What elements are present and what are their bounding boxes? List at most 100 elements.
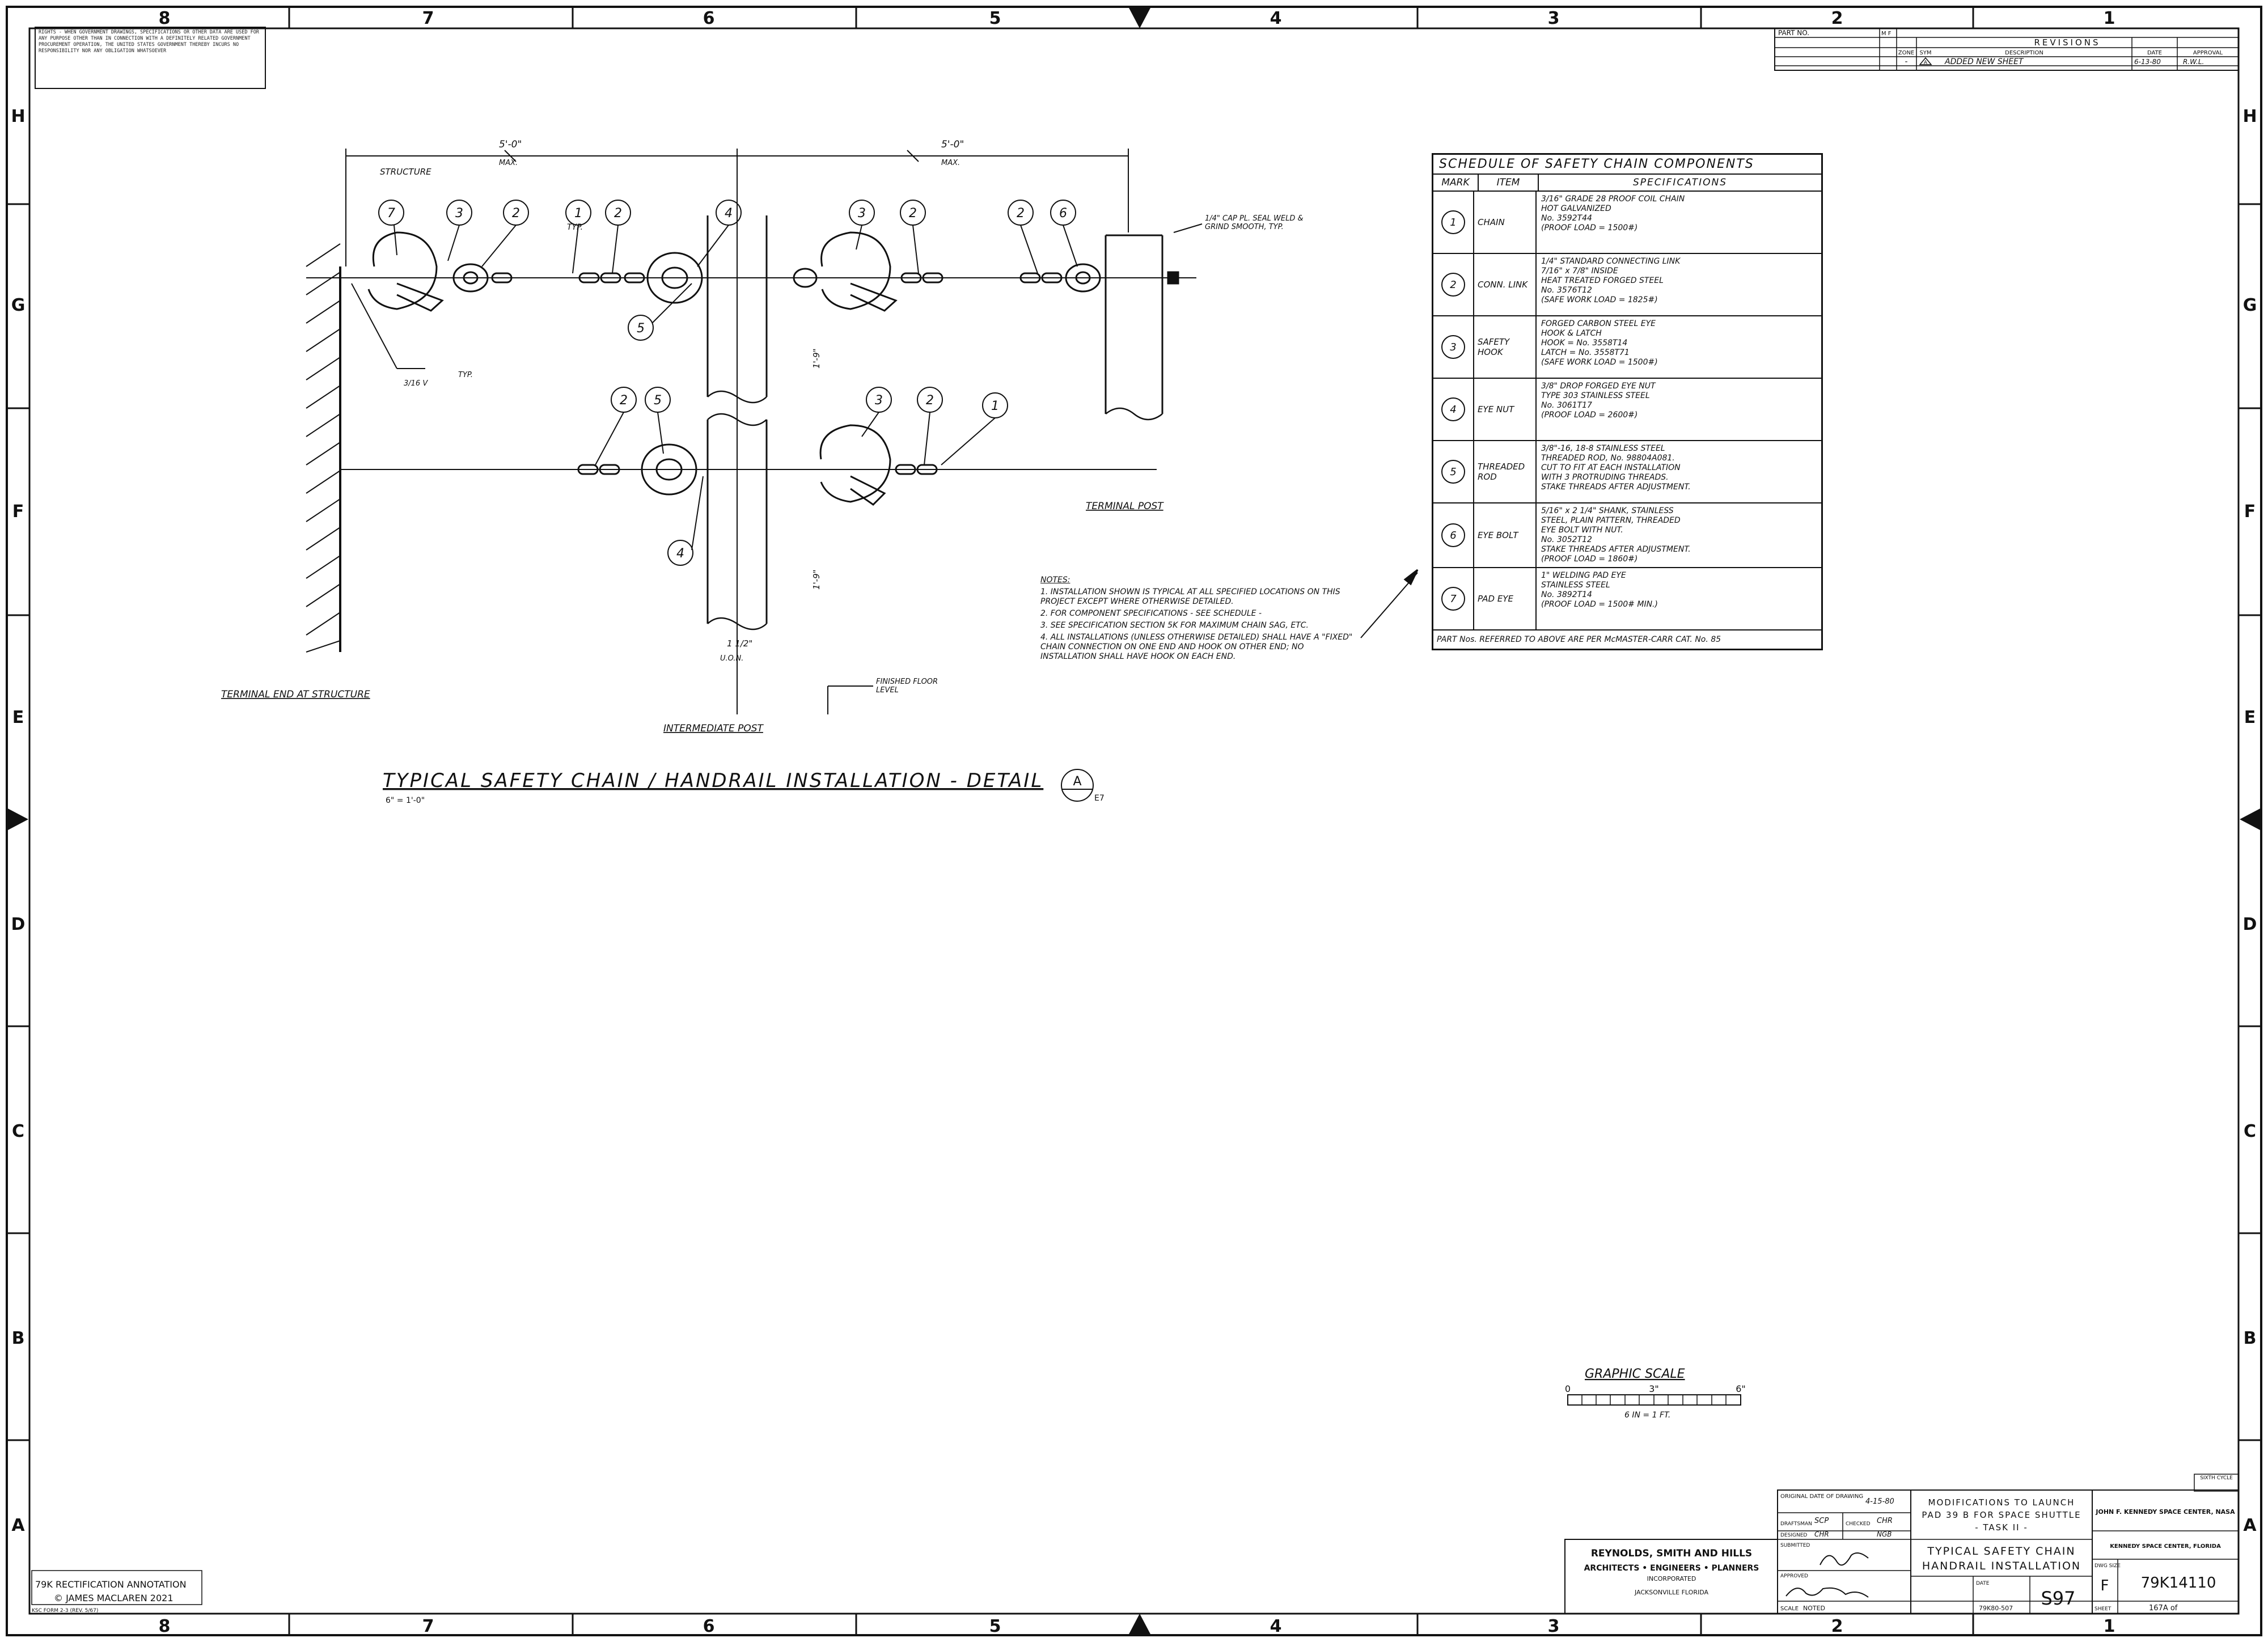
detail-bubble: [1061, 769, 1094, 802]
schedule-spec-line: 5/16" x 2 1/4" SHANK, STAINLESS: [1541, 506, 1674, 515]
rev-header-date: DATE: [2147, 50, 2162, 56]
safety-chain-detail: [306, 149, 1419, 714]
note-3: 3. SEE SPECIFICATION SECTION 5K FOR MAXI…: [1040, 621, 1309, 630]
weld-typ: TYP.: [458, 371, 473, 379]
schedule-spec-line: LATCH = No. 3558T71: [1541, 348, 1630, 357]
project-line-3: - TASK II -: [1975, 1522, 2028, 1533]
zone-letter: A: [11, 1516, 25, 1535]
contract-number: 79K80-507: [1979, 1605, 2013, 1612]
schedule-spec-line: FORGED CARBON STEEL EYE: [1541, 319, 1656, 328]
finished-floor-label: FINISHED FLOOR LEVEL: [876, 678, 938, 695]
callout-5: 5: [654, 393, 662, 408]
schedule-spec-line: THREADED ROD, No. 98804A081.: [1541, 454, 1675, 463]
zone-num: 4: [1270, 1616, 1282, 1636]
zone-num: 8: [159, 1616, 171, 1636]
weld-symbol: 3/16 V: [404, 379, 428, 388]
drafted-label: DRAFTSMAN: [1780, 1521, 1812, 1527]
callout-2: 2: [620, 393, 628, 408]
schedule-spec-line: (PROOF LOAD = 2600#): [1541, 410, 1638, 420]
schedule-spec-line: 3/16" GRADE 28 PROOF COIL CHAIN: [1541, 194, 1685, 204]
part-no-label: PART NO.: [1778, 29, 1809, 37]
schedule-spec-line: STAINLESS STEEL: [1541, 581, 1610, 590]
project-line-2: PAD 39 B FOR SPACE SHUTTLE: [1922, 1510, 2081, 1520]
rev-header-description: DESCRIPTION: [2005, 50, 2043, 56]
schedule-spec-line: 7/16" x 7/8" INSIDE: [1541, 266, 1618, 276]
drafted-by: SCP: [1814, 1517, 1829, 1525]
submitted-label: SUBMITTED: [1780, 1543, 1810, 1548]
detail-labels: 5'-0" MAX. 5'-0" MAX. STRUCTURE TYP. 1/4…: [221, 139, 1304, 734]
designed-by: CHR: [1814, 1530, 1829, 1538]
height-dim-2: 1'-9": [811, 569, 822, 590]
note-1: 1. INSTALLATION SHOWN IS TYPICAL AT ALL …: [1040, 587, 1340, 606]
center-arrow-bottom: [1128, 1614, 1151, 1635]
schedule-mark-circle: 6: [1441, 523, 1465, 547]
zone-num: 7: [422, 1616, 434, 1636]
schedule-spec-line: 1/4" STANDARD CONNECTING LINK: [1541, 257, 1681, 266]
zone-letter: B: [2244, 1328, 2257, 1348]
rev-header-approval: APPROVAL: [2193, 50, 2223, 56]
zone-numbers: 8 7 6 5 4 3 2 1 8 7 6 5 4 3 2 1: [159, 9, 2115, 1636]
disclaimer-box: RIGHTS - WHEN GOVERNMENT DRAWINGS, SPECI…: [35, 27, 266, 89]
schedule-spec-line: CUT TO FIT AT EACH INSTALLATION: [1541, 463, 1681, 472]
center-arrow-top: [1128, 7, 1151, 28]
drawing-size: F: [2101, 1577, 2109, 1594]
zone-letter: G: [2243, 295, 2257, 315]
zone-num: 8: [159, 9, 171, 28]
schedule-header-item: ITEM: [1479, 175, 1539, 191]
rev-description: ADDED NEW SHEET: [1944, 57, 2024, 66]
schedule-mark-circle: 2: [1441, 273, 1465, 297]
zone-letter: F: [12, 502, 24, 522]
zone-num: 6: [703, 1616, 715, 1636]
post-diameter: 1 1/2": [727, 638, 752, 649]
drawing-frame: [28, 27, 2240, 1615]
detail-title-text: TYPICAL SAFETY CHAIN / HANDRAIL INSTALLA…: [383, 769, 1043, 792]
zone-letter: H: [11, 107, 25, 126]
approved-signature: [1785, 1587, 1869, 1598]
zone-dividers: [7, 7, 2261, 1635]
sixth-cycle-stamp: SIXTH CYCLE: [2200, 1475, 2233, 1481]
checked-by: CHR: [1877, 1517, 1893, 1525]
uon-label: U.O.N.: [720, 654, 743, 663]
schedule-mark: 1: [1433, 192, 1474, 253]
schedule-header-spec: SPECIFICATIONS: [1632, 177, 1727, 188]
schedule-spec-line: HOOK = No. 3558T14: [1541, 338, 1628, 348]
detail-title: TYPICAL SAFETY CHAIN / HANDRAIL INSTALLA…: [383, 769, 1105, 805]
original-date: 4-15-80: [1865, 1497, 1894, 1506]
zone-letter: D: [2243, 915, 2257, 934]
center-arrow-left: [7, 808, 28, 831]
dimension-lines: [345, 149, 1129, 714]
scale-tick-3: 3": [1649, 1383, 1659, 1394]
terminal-end-label: TERMINAL END AT STRUCTURE: [221, 689, 370, 700]
schedule-mark-circle: 4: [1441, 397, 1465, 421]
title-block: REYNOLDS, SMITH AND HILLS ARCHITECTS • E…: [1564, 1489, 2239, 1614]
agency-subtitle: KENNEDY SPACE CENTER, FLORIDA: [2110, 1543, 2221, 1550]
callout-1: 1: [991, 399, 999, 413]
firm-subtitle: ARCHITECTS • ENGINEERS • PLANNERS: [1584, 1564, 1759, 1573]
schedule-item: THREADED ROD: [1474, 441, 1537, 502]
schedule-footer: PART Nos. REFERRED TO ABOVE ARE PER McMA…: [1437, 635, 1721, 644]
graphic-scale: GRAPHIC SCALE 0 3" 6" 6 IN = 1 FT.: [1565, 1367, 1746, 1420]
dim-max-b: MAX.: [941, 159, 960, 167]
zone-letter: A: [2243, 1516, 2257, 1535]
original-date-label: ORIGINAL DATE OF DRAWING: [1780, 1493, 1863, 1500]
note-2: 2. FOR COMPONENT SPECIFICATIONS - SEE SC…: [1040, 609, 1262, 618]
zone-letter: C: [2244, 1122, 2256, 1141]
schedule-spec-line: STAKE THREADS AFTER ADJUSTMENT.: [1541, 483, 1691, 492]
zone-letters: H G F E D C B A H G F E D C B A: [11, 107, 2257, 1535]
schedule-spec-line: 3/8" DROP FORGED EYE NUT: [1541, 382, 1656, 391]
height-dim-1: 1'-9": [811, 348, 822, 369]
submitted-signature: [1820, 1552, 1869, 1566]
schedule-spec-line: (SAFE WORK LOAD = 1500#): [1541, 358, 1658, 367]
schedule-table: SCHEDULE OF SAFETY CHAIN COMPONENTS MARK…: [1432, 153, 1823, 650]
schedule-mark: 3: [1433, 316, 1474, 378]
zone-letter: E: [12, 708, 24, 727]
lower-chain: [577, 424, 938, 506]
structure-wall: [306, 243, 341, 653]
date-label: DATE: [1976, 1581, 1990, 1586]
schedule-spec-line: No. 3892T14: [1541, 590, 1592, 599]
callout-3: 3: [875, 393, 883, 408]
